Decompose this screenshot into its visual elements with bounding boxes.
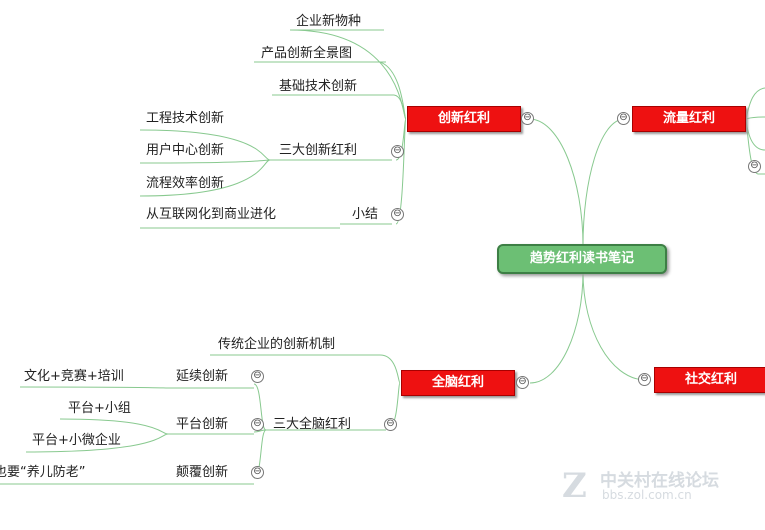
collapse-icon[interactable]: ⊖: [251, 370, 264, 383]
root-topic[interactable]: 趋势红利读书笔记: [497, 244, 667, 274]
node-yanxu-chuangxin[interactable]: 延续创新: [176, 369, 229, 384]
topic-liuliang-hongli[interactable]: 流量红利: [632, 106, 746, 132]
collapse-icon[interactable]: ⊖: [516, 376, 529, 389]
collapse-icon[interactable]: ⊖: [617, 112, 630, 125]
topic-chuangxin-hongli[interactable]: 创新红利: [407, 106, 521, 132]
node-xiaojie[interactable]: 小结: [352, 207, 379, 222]
collapse-icon[interactable]: ⊖: [521, 112, 534, 125]
zol-logo: Z: [562, 466, 587, 506]
collapse-icon[interactable]: ⊖: [638, 373, 651, 386]
topic-quannao-hongli[interactable]: 全脑红利: [401, 370, 515, 396]
node-pingtai-xiaozu[interactable]: 平台+小组: [68, 401, 131, 416]
node-pingtai-chuangxin[interactable]: 平台创新: [176, 417, 229, 432]
collapse-icon[interactable]: ⊖: [391, 145, 404, 158]
node-sanda-chuangxin-hongli[interactable]: 三大创新红利: [279, 143, 358, 158]
collapse-icon[interactable]: ⊖: [251, 418, 264, 431]
node-wenhua-jingsai-peixun[interactable]: 文化+竞赛+培训: [24, 369, 124, 384]
node-chuantong-qiye-chuangxin-jizhi[interactable]: 传统企业的创新机制: [218, 337, 336, 352]
node-gongcheng-jishu-chuangxin[interactable]: 工程技术创新: [146, 111, 225, 126]
topic-shejiao-hongli[interactable]: 社交红利: [654, 367, 765, 393]
node-qiye-xinwuzhong[interactable]: 企业新物种: [296, 14, 362, 29]
watermark-name: 中关村在线论坛: [600, 471, 719, 491]
collapse-icon[interactable]: ⊖: [391, 208, 404, 221]
node-jichu-jishu-chuangxin[interactable]: 基础技术创新: [279, 79, 358, 94]
node-sanda-quannao-hongli[interactable]: 三大全脑红利: [273, 417, 352, 432]
node-yang-er-fang-lao[interactable]: 也要“养儿防老”: [0, 465, 86, 480]
node-hulianwanghua-dao-shangye-jinhua[interactable]: 从互联网化到商业进化: [146, 207, 277, 222]
node-yonghu-zhongxin-chuangxin[interactable]: 用户中心创新: [146, 143, 225, 158]
watermark-url: bbs.zol.com.cn: [602, 488, 692, 502]
node-chanpin-chuangxin-quanjingtu[interactable]: 产品创新全景图: [261, 46, 353, 61]
node-dianfu-chuangxin[interactable]: 颠覆创新: [176, 465, 229, 480]
collapse-icon[interactable]: ⊖: [251, 466, 264, 479]
node-pingtai-xiaowei-qiye[interactable]: 平台+小微企业: [32, 433, 121, 448]
collapse-icon[interactable]: ⊖: [384, 418, 397, 431]
node-liucheng-xiaolv-chuangxin[interactable]: 流程效率创新: [146, 176, 225, 191]
collapse-icon[interactable]: ⊖: [748, 160, 761, 173]
